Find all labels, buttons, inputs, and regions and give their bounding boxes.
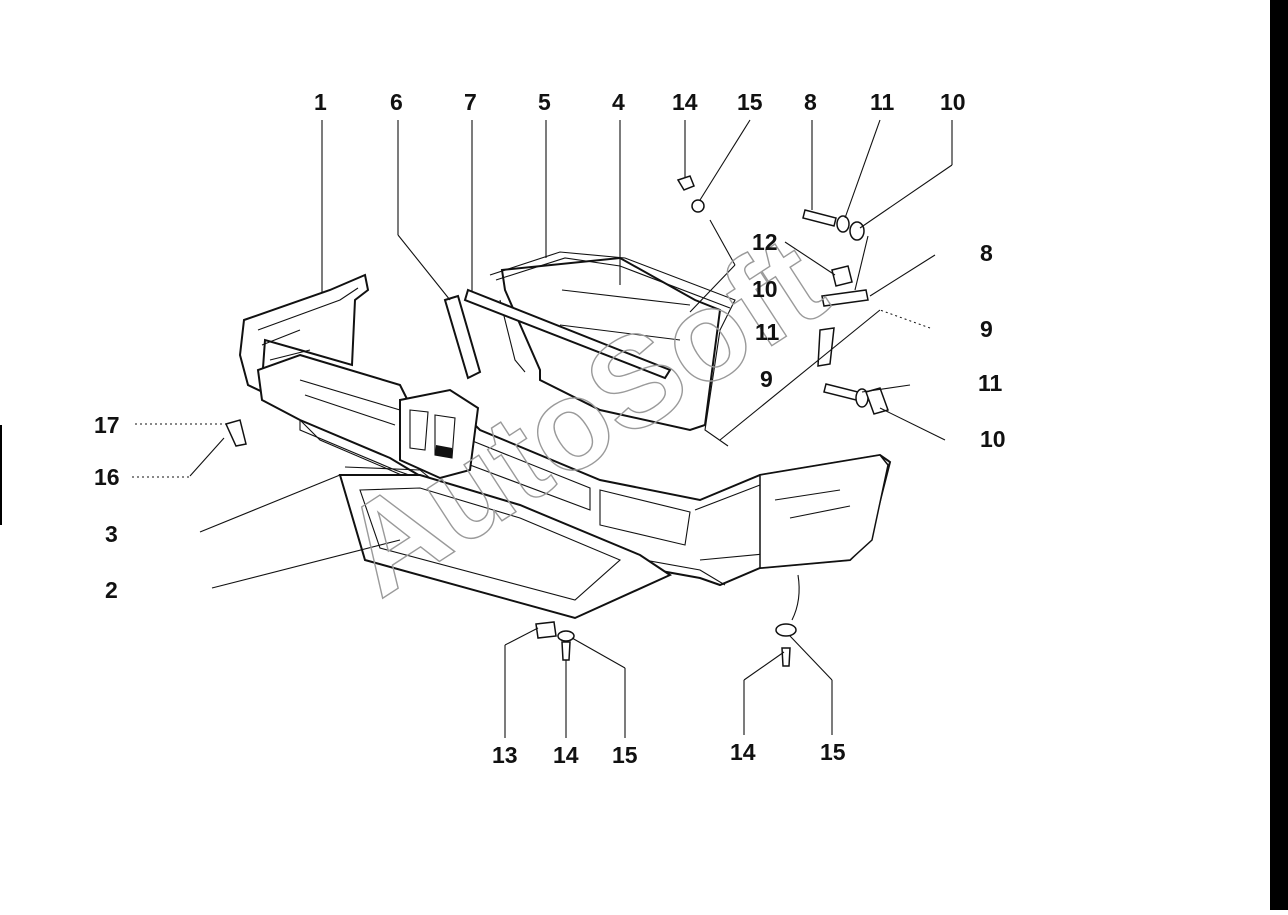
- callout-9-right: 9: [980, 316, 993, 342]
- callout-15-bottom-right: 15: [820, 739, 846, 765]
- callout-1: 1: [314, 89, 327, 115]
- part-15-nut-bottom: [557, 630, 575, 642]
- callout-14-bottom-right: 14: [730, 739, 756, 765]
- hardware: [189, 175, 889, 667]
- callout-11-top: 11: [870, 89, 895, 115]
- callout-15-top: 15: [737, 89, 763, 115]
- callout-9-mid: 9: [760, 366, 773, 392]
- callout-6: 6: [390, 89, 403, 115]
- callout-3: 3: [105, 521, 118, 547]
- part-8-plate: [821, 289, 869, 307]
- bumper-assembly: [238, 251, 892, 620]
- part-16-pin: [189, 437, 225, 477]
- callout-17: 17: [94, 412, 120, 438]
- part-11-washer-top: [836, 215, 850, 233]
- part-14-screw-bottom-right: [781, 647, 791, 667]
- callout-2: 2: [105, 577, 118, 603]
- part-5-frame-rail: [489, 251, 736, 447]
- part-8-bolt-top: [802, 209, 837, 227]
- part-12-clip: [831, 265, 853, 287]
- callout-13: 13: [492, 742, 518, 768]
- part-10-nut-top: [849, 221, 865, 241]
- scan-edge-tick: [0, 425, 2, 525]
- part-9-bolt-low: [823, 383, 859, 401]
- callout-10-right: 10: [980, 426, 1006, 452]
- part-1-bumper-left-end: [238, 273, 370, 411]
- part-17-clip: [224, 419, 247, 447]
- scan-edge-bar: [1270, 0, 1288, 910]
- part-14-screw-top: [676, 175, 695, 191]
- callout-8-right: 8: [980, 240, 993, 266]
- callout-12: 12: [752, 229, 778, 255]
- part-14-screw-bottom: [561, 641, 571, 661]
- callout-16: 16: [94, 464, 120, 490]
- callout-10-top: 10: [940, 89, 966, 115]
- part-13-nut-plate: [535, 621, 557, 639]
- part-2-under-tray: [338, 474, 673, 620]
- callout-7: 7: [464, 89, 477, 115]
- callout-8-top: 8: [804, 89, 817, 115]
- callouts: 1 6 7 5 4 14 15 8 11 10 12 8 10 11 9 9 1…: [94, 89, 1006, 768]
- part-10-bracket-low: [865, 387, 889, 415]
- callout-10-mid: 10: [752, 276, 778, 302]
- callout-14-bottom: 14: [553, 742, 579, 768]
- part-15-nut-top: [691, 199, 705, 213]
- leader-lines: [132, 119, 953, 738]
- callout-11-mid: 11: [755, 319, 780, 345]
- callout-11-right: 11: [978, 370, 1003, 396]
- part-1-grille-block: [399, 388, 480, 480]
- part-4-reinforcement: [500, 256, 722, 432]
- callout-5: 5: [538, 89, 551, 115]
- part-6-moulding-strip: [443, 294, 482, 380]
- callout-4: 4: [612, 89, 625, 115]
- part-15-nut-bottom-right: [775, 623, 797, 637]
- callout-15-bottom: 15: [612, 742, 638, 768]
- callout-14-top: 14: [672, 89, 698, 115]
- part-7-cross-bar: [463, 288, 672, 380]
